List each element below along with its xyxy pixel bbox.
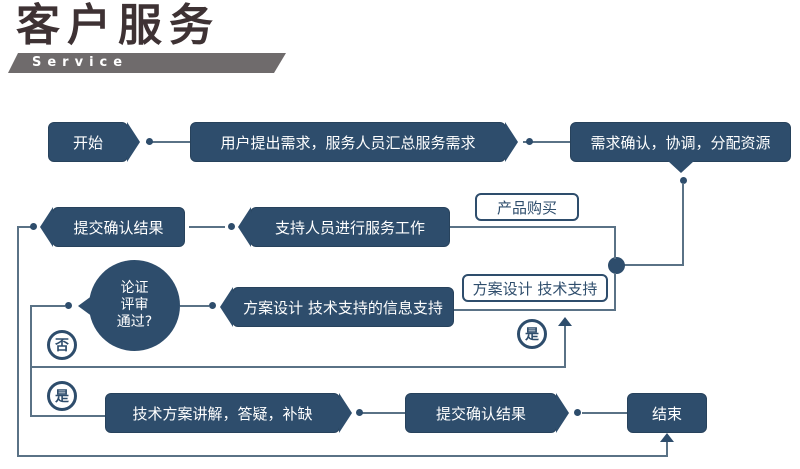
connector-dot [30,223,37,230]
badge-no: 否 [47,330,77,360]
node-review-decision: 论证 评审 通过? [89,260,180,351]
connector-bottom-horizontal [17,455,668,457]
connector-dot [146,138,153,145]
connector-end-up [666,441,668,457]
review-line-1: 论证 [120,280,149,297]
connector-start-to-gather [146,141,190,143]
connector-decision-vertical [30,305,32,417]
connector-dot [574,409,581,416]
connector-explain-to-submit2 [362,412,405,414]
node-submit-confirm-1: 提交确认结果 [40,207,185,247]
connector-branch-up [614,227,616,259]
label-product-purchase: 产品购买 [475,193,579,221]
badge-yes: 是 [47,381,77,411]
connector-branch-up-horiz [450,226,616,228]
node-end: 结束 [627,393,707,433]
label-design-tech-support: 方案设计 技术支持 [462,274,608,302]
node-explain-solution: 技术方案讲解，答疑，补缺 [105,393,352,433]
node-submit-confirm-2: 提交确认结果 [405,393,569,433]
connector-dot [209,302,216,309]
connector-review-to-design [180,305,209,307]
connector-dot [356,409,363,416]
connector-dot [228,223,235,230]
connector-yes-branch [30,415,106,417]
connector-branch-down-horiz [454,309,616,311]
review-line-3: 通过? [116,313,153,330]
connector-to-junction [621,264,684,266]
subtitle-text: Service [32,55,129,70]
node-allocate-resources: 需求确认，协调，分配资源 [570,122,791,173]
connector-submit-left [17,226,32,228]
connector-review-left [30,305,65,307]
connector-no-branch-up [564,326,566,368]
connector-left-vertical [17,226,19,457]
connector-dot [65,302,72,309]
connector-branch-down [614,273,616,311]
node-start: 开始 [48,122,140,162]
subtitle-banner: Service [8,53,286,73]
page-title: 客户服务 [16,0,220,51]
connector-submit2-to-end [582,412,627,414]
connector-dot [526,138,533,145]
arrowhead-loopback [558,317,572,326]
node-gather-requirements: 用户提出需求，服务人员汇总服务需求 [190,122,518,162]
connector-gather-to-allocate [523,141,570,143]
node-design-info-support: 方案设计 技术支持的信息支持 [220,287,454,327]
arrowhead-into-end [660,433,674,442]
connector-no-branch [30,366,566,368]
connector-allocate-down [682,183,684,266]
node-service-work: 支持人员进行服务工作 [238,207,450,247]
badge-yes-2: 是 [517,319,547,349]
connector-servicework-to-submit [189,226,225,228]
connector-dot [680,177,687,184]
review-line-2: 评审 [120,297,149,314]
junction-dot [608,257,625,274]
